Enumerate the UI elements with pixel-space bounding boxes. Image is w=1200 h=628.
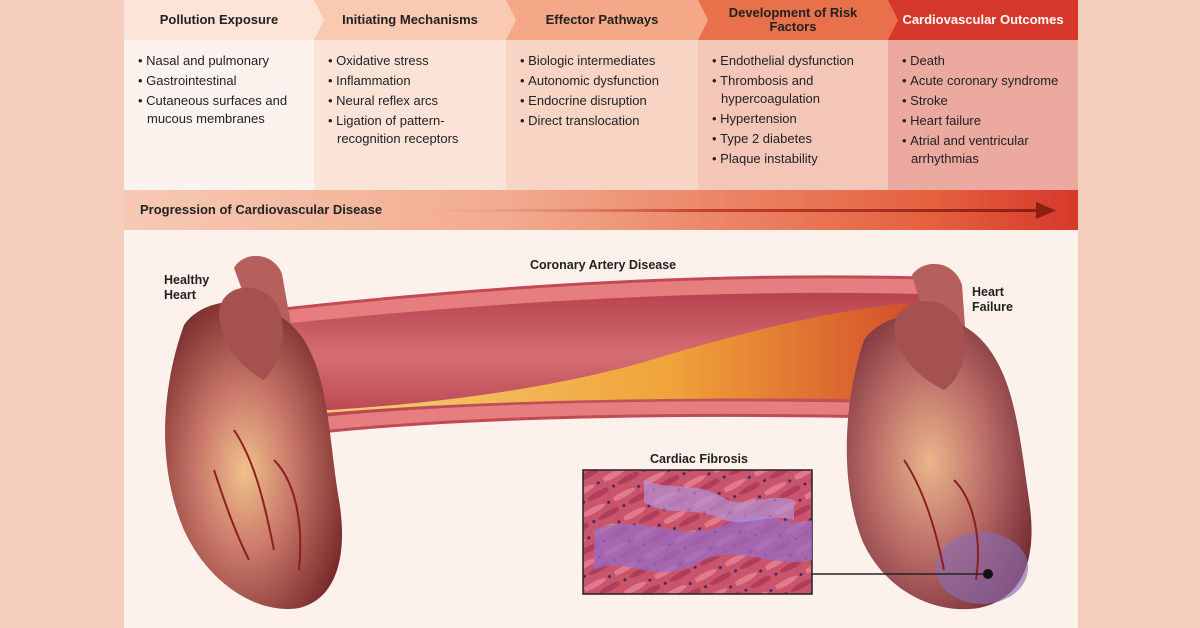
stage-item: Oxidative stress: [328, 52, 494, 70]
stage-title: Development of Risk Factors: [698, 0, 888, 40]
stage-risk-factors: Development of Risk Factors Endothelial …: [698, 0, 888, 190]
healthy-heart-label: Healthy Heart: [164, 273, 210, 302]
stage-item: Death: [902, 52, 1066, 70]
stage-body: Endothelial dysfunction Thrombosis and h…: [698, 40, 888, 190]
stage-body: Oxidative stress Inflammation Neural ref…: [314, 40, 506, 190]
chevron-arrow: [698, 0, 708, 40]
stage-pollution-exposure: Pollution Exposure Nasal and pulmonary G…: [124, 0, 314, 190]
stage-item: Stroke: [902, 92, 1066, 110]
stage-item: Hypertension: [712, 110, 876, 128]
stage-item: Direct translocation: [520, 112, 686, 130]
stage-body: Biologic intermediates Autonomic dysfunc…: [506, 40, 698, 190]
stage-list: Death Acute coronary syndrome Stroke Hea…: [888, 40, 1078, 168]
heart-failure-label: Heart Failure: [972, 285, 1013, 314]
progression-arrow-icon: [374, 202, 1056, 219]
chevron-arrow: [314, 0, 324, 40]
stage-item: Heart failure: [902, 112, 1066, 130]
stage-item: Biologic intermediates: [520, 52, 686, 70]
stage-list: Nasal and pulmonary Gastrointestinal Cut…: [124, 40, 314, 128]
fibrosis-label: Cardiac Fibrosis: [650, 452, 748, 466]
stage-item: Autonomic dysfunction: [520, 72, 686, 90]
stage-title: Cardiovascular Outcomes: [888, 0, 1078, 40]
stage-initiating-mechanisms: Initiating Mechanisms Oxidative stress I…: [314, 0, 506, 190]
stage-item: Neural reflex arcs: [328, 92, 494, 110]
stage-item: Inflammation: [328, 72, 494, 90]
progression-bar: Progression of Cardiovascular Disease: [124, 190, 1078, 230]
chevron-arrow: [888, 0, 898, 40]
illustration-graphic: [165, 255, 1032, 610]
failing-heart: [846, 263, 1032, 610]
stage-title: Effector Pathways: [506, 0, 698, 40]
stage-title: Initiating Mechanisms: [314, 0, 506, 40]
header-chevrons: [314, 0, 898, 40]
progression-label: Progression of Cardiovascular Disease: [140, 202, 383, 217]
stage-columns: Pollution Exposure Nasal and pulmonary G…: [124, 0, 1078, 190]
artery-label: Coronary Artery Disease: [530, 258, 677, 272]
chevron-arrow: [506, 0, 516, 40]
infographic-panel: Pollution Exposure Nasal and pulmonary G…: [124, 0, 1078, 628]
stage-cardiovascular-outcomes: Cardiovascular Outcomes Death Acute coro…: [888, 0, 1078, 190]
stage-item: Cutaneous surfaces and mucous membranes: [138, 92, 302, 128]
illustration-area: Healthy Heart Coronary Artery Disease He…: [124, 230, 1078, 628]
stage-item: Endocrine disruption: [520, 92, 686, 110]
stage-item: Endothelial dysfunction: [712, 52, 876, 70]
stage-item: Atrial and ventricular arrhythmias: [902, 132, 1066, 168]
stage-body: Death Acute coronary syndrome Stroke Hea…: [888, 40, 1078, 190]
coronary-artery: [273, 275, 931, 437]
stage-list: Endothelial dysfunction Thrombosis and h…: [698, 40, 888, 168]
stage-title: Pollution Exposure: [124, 0, 314, 40]
stage-item: Ligation of pattern-recognition receptor…: [328, 112, 494, 148]
stage-item: Type 2 diabetes: [712, 130, 876, 148]
stage-effector-pathways: Effector Pathways Biologic intermediates…: [506, 0, 698, 190]
stage-item: Acute coronary syndrome: [902, 72, 1066, 90]
stage-item: Thrombosis and hypercoagulation: [712, 72, 876, 108]
stage-body: Nasal and pulmonary Gastrointestinal Cut…: [124, 40, 314, 190]
stage-item: Plaque instability: [712, 150, 876, 168]
stage-item: Gastrointestinal: [138, 72, 302, 90]
healthy-heart: [165, 255, 343, 610]
callout-dot: [983, 569, 993, 579]
stage-list: Oxidative stress Inflammation Neural ref…: [314, 40, 506, 148]
fibrosis-inset: [582, 469, 813, 595]
stage-list: Biologic intermediates Autonomic dysfunc…: [506, 40, 698, 130]
stage-item: Nasal and pulmonary: [138, 52, 302, 70]
